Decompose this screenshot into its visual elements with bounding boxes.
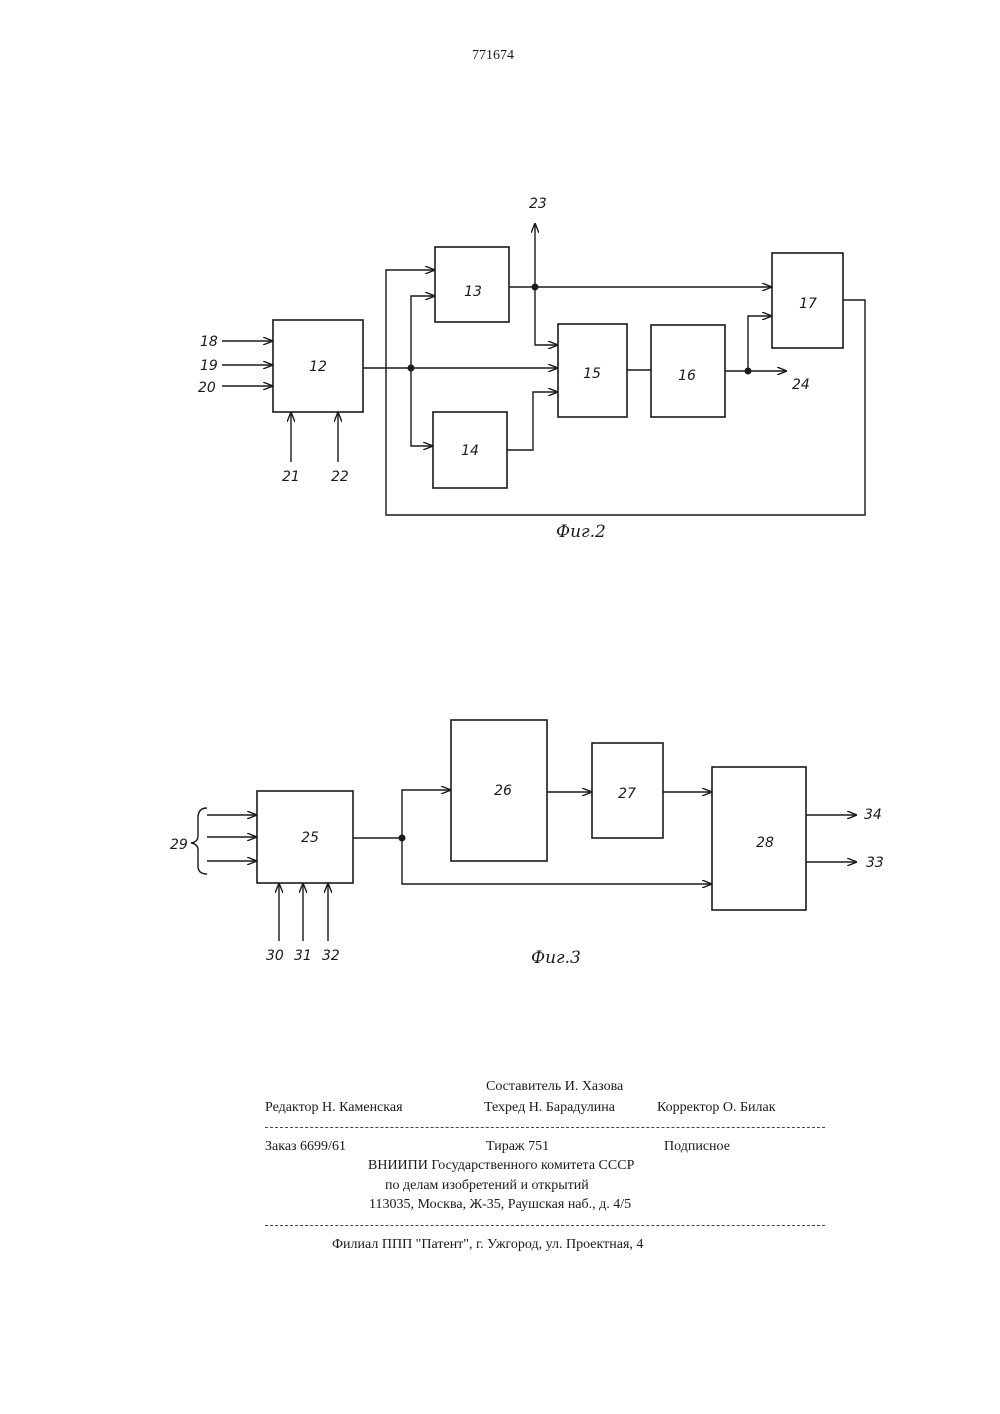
block-27: 27 xyxy=(592,743,663,838)
terminal-29: 29 xyxy=(170,837,188,853)
terminal-21: 21 xyxy=(282,469,300,485)
terminal-24: 24 xyxy=(792,377,810,393)
block-25-label: 25 xyxy=(301,830,319,846)
block-16: 16 xyxy=(651,325,725,417)
terminal-23: 23 xyxy=(529,196,547,212)
figure-2-caption: Фиг.2 xyxy=(556,522,606,542)
imprint-order: Заказ 6699/61 xyxy=(265,1139,346,1155)
terminal-33: 33 xyxy=(866,855,884,871)
input-29-brace xyxy=(191,808,207,874)
block-26: 26 xyxy=(451,720,547,861)
terminal-19: 19 xyxy=(200,358,218,374)
terminal-20: 20 xyxy=(198,380,216,396)
imprint-circulation: Тираж 751 xyxy=(486,1139,549,1155)
block-15: 15 xyxy=(558,324,627,417)
imprint-rule-bottom xyxy=(265,1225,825,1226)
imprint-corrector: Корректор О. Билак xyxy=(657,1100,776,1116)
imprint-org-line2: по делам изобретений и открытий xyxy=(385,1178,589,1194)
block-17: 17 xyxy=(772,253,843,348)
terminal-32: 32 xyxy=(322,948,340,964)
block-14-label: 14 xyxy=(461,443,479,459)
block-27-label: 27 xyxy=(618,786,636,802)
imprint-tech-editor: Техред Н. Барадулина xyxy=(484,1100,615,1116)
wire-12-to-13 xyxy=(411,296,434,368)
block-14: 14 xyxy=(433,412,507,488)
block-12: 12 xyxy=(273,320,363,412)
terminal-18: 18 xyxy=(200,334,218,350)
terminal-22: 22 xyxy=(331,469,349,485)
wire-25-to-28 xyxy=(402,838,711,884)
wire-25-to-26 xyxy=(402,790,450,838)
figure-3-caption: Фиг.3 xyxy=(531,948,581,968)
wire-13-to-15 xyxy=(535,287,557,345)
block-13: 13 xyxy=(435,247,509,322)
terminal-31: 31 xyxy=(294,948,312,964)
terminal-34: 34 xyxy=(864,807,882,823)
block-25: 25 xyxy=(257,791,353,883)
imprint-editor: Редактор Н. Каменская xyxy=(265,1100,403,1116)
block-28-label: 28 xyxy=(756,835,774,851)
block-17-label: 17 xyxy=(799,296,817,312)
imprint-address: 113035, Москва, Ж-35, Раушская наб., д. … xyxy=(369,1197,631,1213)
terminal-30: 30 xyxy=(266,948,284,964)
imprint-branch: Филиал ППП "Патент", г. Ужгород, ул. Про… xyxy=(332,1237,643,1253)
block-12-label: 12 xyxy=(309,359,327,375)
figure-2: 12 13 14 15 16 17 xyxy=(198,196,865,542)
block-26-label: 26 xyxy=(494,783,512,799)
block-15-label: 15 xyxy=(583,366,601,382)
wire-12-to-14 xyxy=(411,368,432,446)
imprint-subscription: Подписное xyxy=(664,1139,730,1155)
imprint-rule-top xyxy=(265,1127,825,1128)
block-16-label: 16 xyxy=(678,368,696,384)
block-28: 28 xyxy=(712,767,806,910)
block-13-label: 13 xyxy=(464,284,482,300)
wire-14-to-15 xyxy=(507,392,557,450)
imprint-compiler: Составитель И. Хазова xyxy=(486,1079,623,1095)
imprint-org-line1: ВНИИПИ Государственного комитета СССР xyxy=(368,1158,634,1174)
wire-16-to-17 xyxy=(748,316,771,371)
figure-3: 25 26 27 28 29 30 xyxy=(170,720,884,968)
